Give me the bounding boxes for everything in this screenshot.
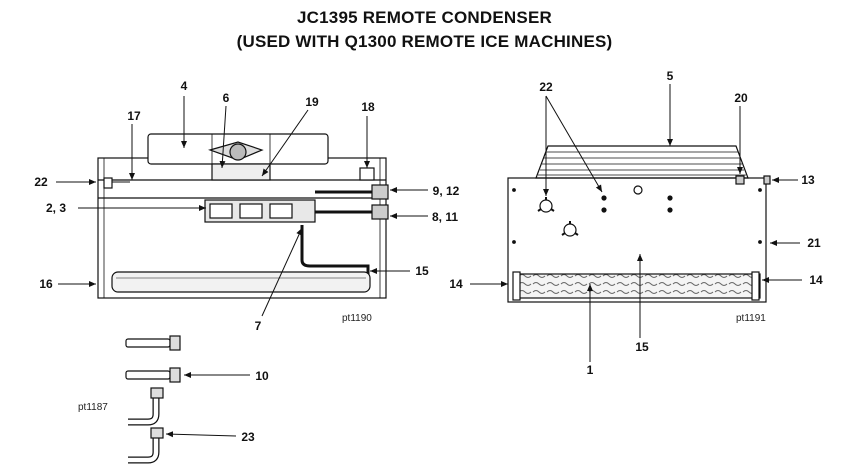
elbow-fitting-a xyxy=(128,387,164,426)
callout-1: 1 xyxy=(587,363,594,377)
callout-10: 10 xyxy=(255,369,269,383)
fitting-lower xyxy=(371,204,389,220)
elbow-fitting-b xyxy=(128,427,164,464)
callout-17: 17 xyxy=(127,109,141,123)
diagram-subtitle: (USED WITH Q1300 REMOTE ICE MACHINES) xyxy=(236,32,613,51)
callout-16: 16 xyxy=(39,277,53,291)
callout-14-right: 14 xyxy=(809,273,823,287)
straight-fitting-b xyxy=(125,367,181,383)
front-housing xyxy=(507,177,767,303)
diagram-title: JC1395 REMOTE CONDENSER xyxy=(297,8,552,27)
figure-ref-pt1190: pt1190 xyxy=(342,313,372,324)
callout-2-3: 2, 3 xyxy=(46,201,66,215)
straight-fitting-a xyxy=(125,335,181,351)
callout-21: 21 xyxy=(807,236,821,250)
fitting-upper xyxy=(371,184,389,200)
callout-23: 23 xyxy=(241,430,255,444)
figure-ref-pt1191: pt1191 xyxy=(736,313,766,324)
callout-7: 7 xyxy=(255,319,262,333)
callout-9-12: 9, 12 xyxy=(433,184,460,198)
mount-bushing-lower xyxy=(561,221,579,237)
condenser-coil xyxy=(111,271,371,293)
callout-18: 18 xyxy=(361,100,375,114)
mount-bushing-upper xyxy=(537,197,555,213)
fan-guard xyxy=(535,145,749,179)
callout-4: 4 xyxy=(181,79,188,93)
callout-22-left: 22 xyxy=(34,175,48,189)
front-coil xyxy=(515,273,761,299)
callout-14-left: 14 xyxy=(449,277,463,291)
fittings-group xyxy=(125,335,181,464)
callout-20: 20 xyxy=(734,91,748,105)
condenser-front-view xyxy=(507,145,771,303)
fan-hub xyxy=(229,143,247,161)
callout-15-left: 15 xyxy=(415,264,429,278)
figure-ref-pt1187: pt1187 xyxy=(78,402,108,413)
callout-8-11: 8, 11 xyxy=(432,210,458,224)
callout-22-right: 22 xyxy=(539,80,553,94)
callout-6: 6 xyxy=(223,91,230,105)
callout-13: 13 xyxy=(801,173,815,187)
condenser-side-view xyxy=(97,133,389,299)
callout-5: 5 xyxy=(667,69,674,83)
fan-motor xyxy=(211,163,271,181)
callout-15-right: 15 xyxy=(635,340,649,354)
line-tube xyxy=(300,225,370,290)
callout-19: 19 xyxy=(305,95,319,109)
